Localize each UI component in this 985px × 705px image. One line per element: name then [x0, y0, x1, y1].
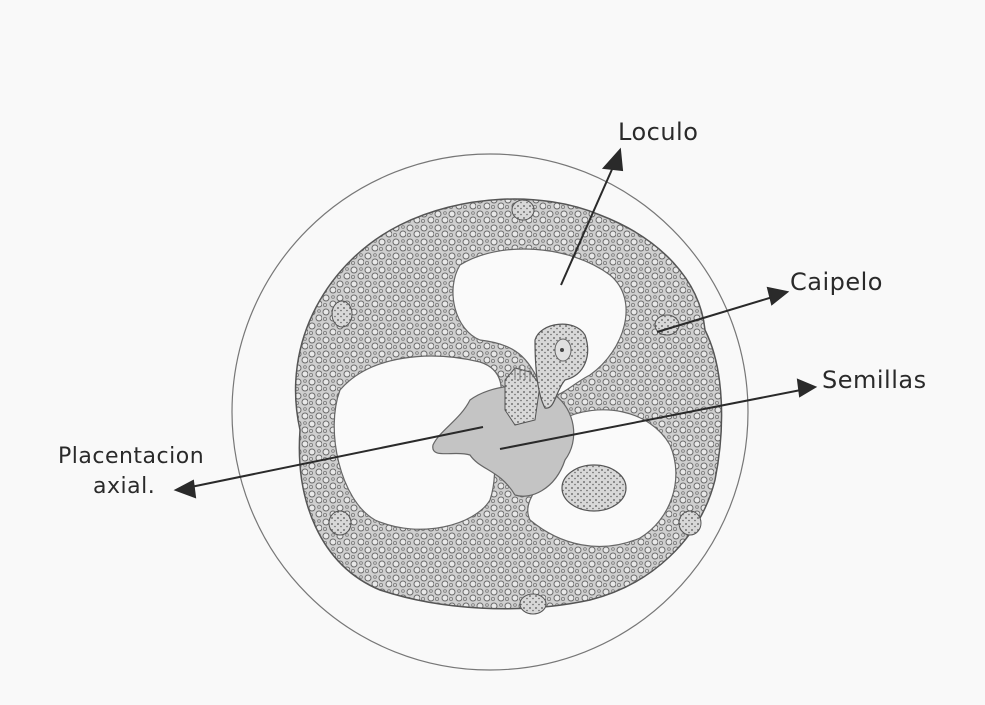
leader-lines: [173, 147, 818, 499]
label-placentacion-line2: axial.: [93, 474, 156, 499]
label-semillas: Semillas: [822, 366, 927, 394]
label-placentacion-line1: Placentacion: [58, 444, 205, 469]
arrow-loculo: [560, 157, 618, 286]
arrow-semillas: [499, 388, 807, 450]
label-placentacion-axial: Placentacion axial.: [58, 442, 204, 502]
seed-lower: [561, 464, 627, 512]
label-carpelo: Caipelo: [790, 268, 883, 296]
seed-upper: [534, 323, 589, 409]
seeds: [534, 323, 627, 512]
arrow-placentacion: [185, 426, 484, 489]
outer-wall: [231, 153, 749, 671]
label-loculo: Loculo: [618, 118, 699, 146]
placenta-center: [432, 366, 575, 497]
arrow-carpelo: [656, 295, 777, 333]
